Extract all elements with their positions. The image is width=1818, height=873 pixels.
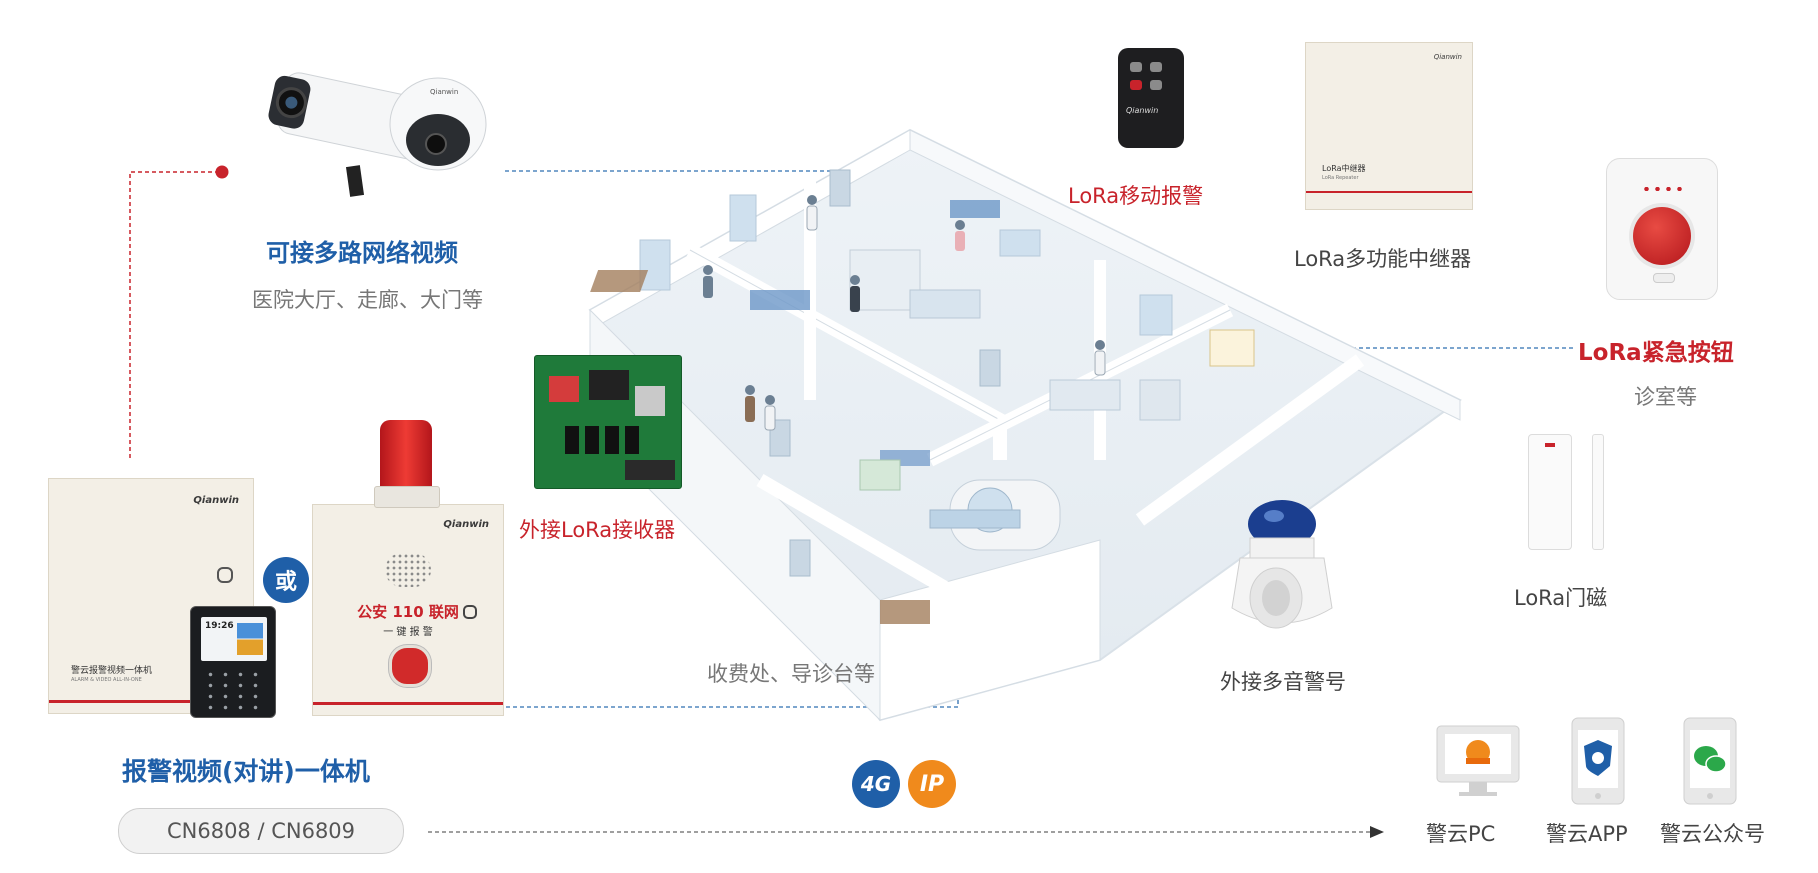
remote-button-4 <box>1150 80 1162 90</box>
door-label: LoRa门磁 <box>1514 586 1608 610</box>
camera-to-unit-line <box>129 171 222 458</box>
police-box-line2: 一 键 报 警 <box>383 627 433 638</box>
client-wechat[interactable]: 警云公众号 <box>1660 712 1800 852</box>
police-box-line1: 公安 110 联网 <box>357 603 459 621</box>
cloud-arrow-head <box>1370 826 1384 838</box>
beacon-base <box>374 486 440 508</box>
dip-switch <box>549 376 579 402</box>
client-app[interactable]: 警云APP <box>1546 712 1650 852</box>
key-lock-icon <box>463 605 477 619</box>
red-beacon-light <box>380 420 432 490</box>
model-pill: CN6808 / CN6809 <box>118 808 404 854</box>
hospital-floorplan <box>588 128 1462 722</box>
client-wechat-label: 警云公众号 <box>1660 822 1765 846</box>
box-lock-icon <box>217 567 233 583</box>
repeater-red-strip <box>1306 191 1472 193</box>
siren-image <box>1231 500 1333 629</box>
or-badge-label: 或 <box>274 570 297 595</box>
repeater-plate-sub: LoRa Repeater <box>1322 175 1359 181</box>
chip <box>589 370 629 400</box>
camera-title: 可接多路网络视频 <box>266 239 458 267</box>
speaker-grille <box>385 553 431 587</box>
remote-button-2 <box>1150 62 1162 72</box>
door-sensor-led <box>1545 443 1555 447</box>
red-alarm-button[interactable] <box>389 645 431 687</box>
lora-receiver-board <box>534 355 682 489</box>
lora-emergency-button-image <box>1606 158 1718 300</box>
model-pill-label: CN6808 / CN6809 <box>166 819 356 843</box>
indicator-leds <box>1641 187 1685 191</box>
camera-subtitle: 医院大厅、走廊、大门等 <box>252 288 483 312</box>
emergency-subtitle: 诊室等 <box>1634 385 1697 409</box>
keypad-time: 19:26 <box>205 621 234 631</box>
police-box-logo: Qianwin <box>443 519 489 530</box>
terminal-block <box>625 460 675 480</box>
keypad-screen-tiles <box>237 623 263 655</box>
lora-repeater-image: Qianwin LoRa中继器 LoRa Repeater <box>1305 42 1473 210</box>
emergency-label: LoRa紧急按钮 <box>1578 340 1734 366</box>
remote-button-1 <box>1130 62 1142 72</box>
police-alarm-box: Qianwin 公安 110 联网 一 键 报 警 <box>312 504 504 716</box>
box-red-strip <box>49 700 253 703</box>
client-pc-label: 警云PC <box>1426 822 1496 846</box>
keypad-screen: 19:26 <box>201 617 267 661</box>
remote-logo: Qianwin <box>1126 106 1159 115</box>
cashier-label: 收费处、导诊台等 <box>707 662 875 686</box>
repeater-logo: Qianwin <box>1433 53 1462 61</box>
lora-door-sensor-magnet <box>1592 434 1604 550</box>
integrated-title: 报警视频(对讲)一体机 <box>122 757 370 786</box>
tag-4g-label: 4G <box>860 772 892 796</box>
relays <box>565 426 645 454</box>
siren-label: 外接多音警号 <box>1220 670 1346 694</box>
rf-module <box>635 386 665 416</box>
emergency-red-button[interactable] <box>1633 207 1691 265</box>
police-box-red-strip <box>313 702 503 705</box>
or-badge: 或 <box>263 557 309 603</box>
keypad-panel: 19:26 <box>190 606 276 718</box>
remote-button-3 <box>1130 80 1142 90</box>
tag-4g: 4G <box>852 760 900 808</box>
dome-camera-logo: Qianwin <box>430 88 458 96</box>
client-app-label: 警云APP <box>1546 822 1628 846</box>
tag-ip-label: IP <box>919 771 945 797</box>
box-logo: Qianwin <box>193 495 239 506</box>
wechat-icon <box>1683 717 1737 805</box>
client-pc[interactable]: 警云PC <box>1426 718 1526 850</box>
remote-label: LoRa移动报警 <box>1068 184 1204 208</box>
phone-app-icon <box>1571 717 1625 805</box>
receiver-label: 外接LoRa接收器 <box>519 518 676 542</box>
lora-remote-image: Qianwin <box>1118 48 1184 148</box>
repeater-plate: LoRa中继器 <box>1322 164 1366 173</box>
keypad-buttons <box>203 669 265 711</box>
box-label: 警云报警视频一体机 <box>71 666 153 676</box>
tag-ip: IP <box>908 760 956 808</box>
box-sublabel: ALARM & VIDEO ALL-IN-ONE <box>71 677 142 683</box>
repeater-label: LoRa多功能中继器 <box>1294 247 1472 271</box>
lora-door-sensor-main <box>1528 434 1572 550</box>
camera-link-dot <box>215 165 229 179</box>
emergency-reset-button[interactable] <box>1653 273 1675 283</box>
monitor-icon <box>1436 725 1520 796</box>
network-camera-image: Qianwin <box>268 72 487 197</box>
